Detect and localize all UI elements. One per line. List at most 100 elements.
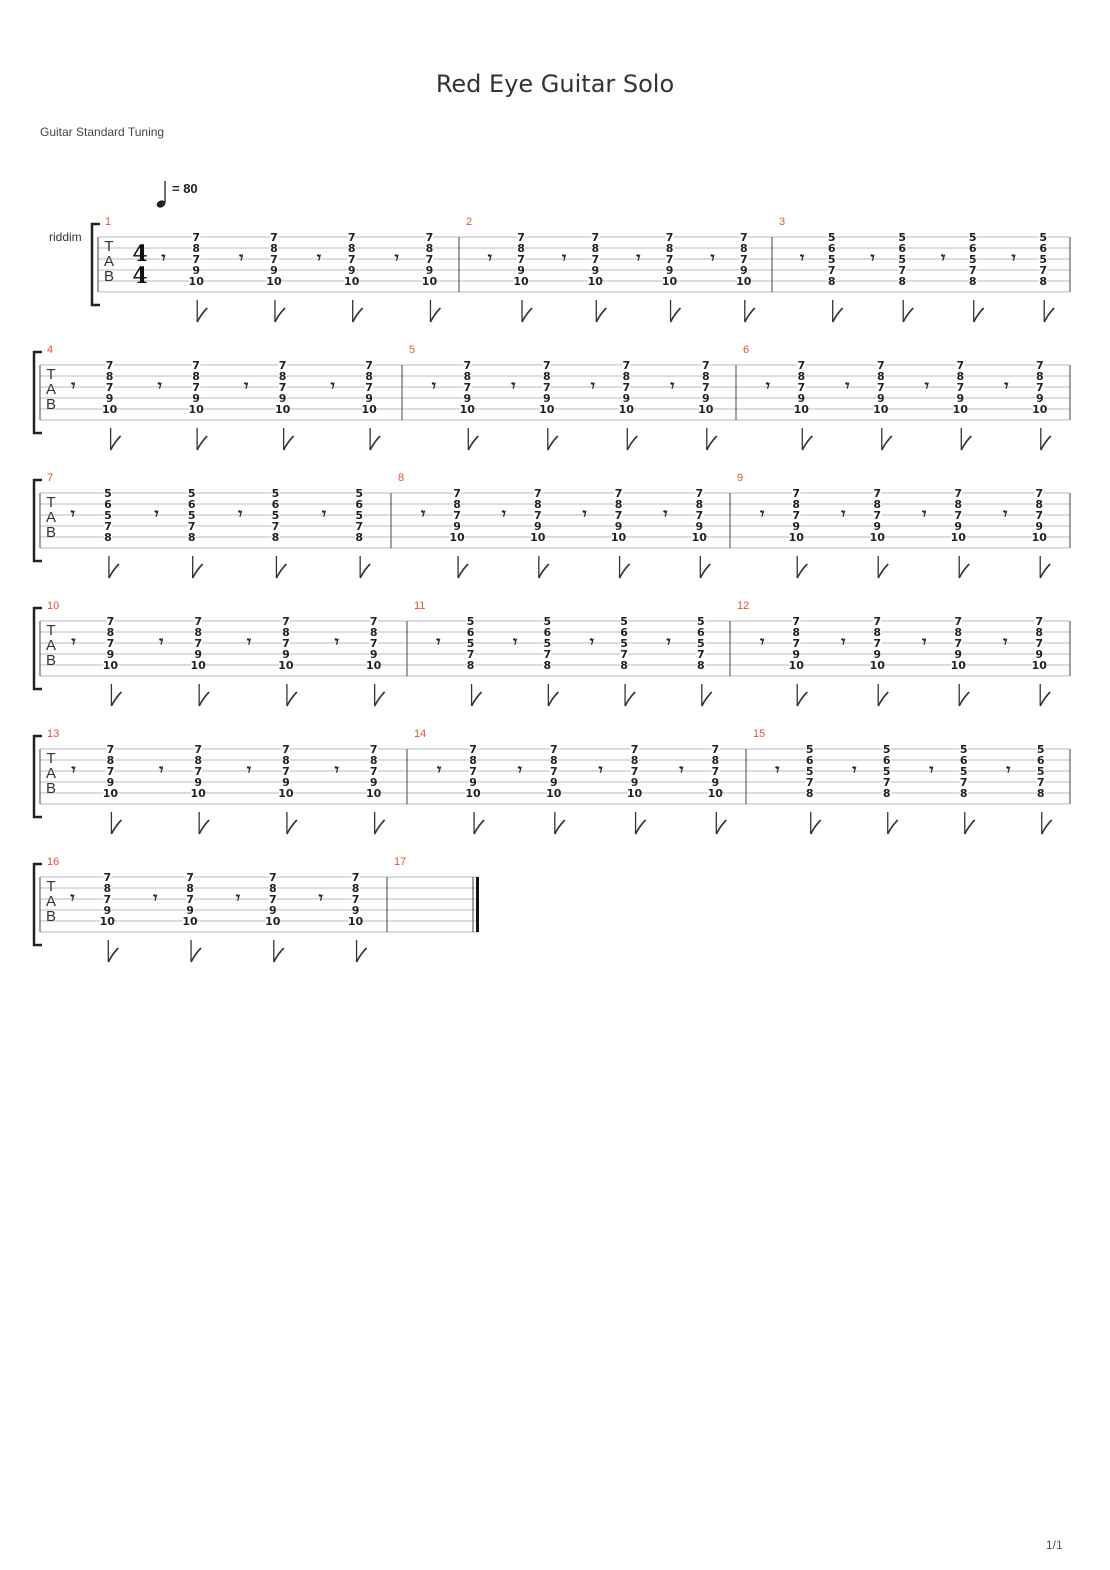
fret-bg [194,616,203,626]
fret-bg [189,276,204,286]
fret-number: 8 [104,531,112,544]
fret-number: 10 [870,659,886,672]
fret-bg [187,532,196,542]
fret-bg [695,488,704,498]
fret-bg [1035,393,1044,403]
fret-bg [192,243,201,253]
fret-number: 10 [422,275,438,288]
fret-number: 8 [969,275,977,288]
fret-number: 8 [792,498,800,511]
fret-number: 8 [956,370,964,383]
fret-bg [665,265,674,275]
fret-bg [805,777,814,787]
fret-bg [194,649,203,659]
fret-bg [792,510,801,520]
fret-bg [792,499,801,509]
fret-bg [1036,766,1045,776]
eighth-rest-icon: 𝄾 [662,504,668,523]
fret-number: 10 [951,531,967,544]
fret-number: 6 [806,754,814,767]
fret-bg [1035,488,1044,498]
fret-bg [268,872,277,882]
fret-number: 8 [883,787,891,800]
eighth-rest-icon: 𝄾 [561,248,567,267]
eighth-rest-icon: 𝄾 [70,760,76,779]
fret-number: 5 [272,487,280,500]
fret-bg [873,488,882,498]
time-signature-bottom: 4 [132,263,147,289]
fret-number: 9 [631,776,639,789]
fret-number: 7 [954,487,962,500]
fret-number: 9 [426,264,434,277]
fret-bg [466,627,475,637]
fret-bg [591,265,600,275]
fret-number: 7 [282,765,290,778]
fret-bg [898,232,907,242]
fret-number: 8 [269,882,277,895]
fret-bg [695,499,704,509]
measure-number: 1 [105,216,111,228]
fret-number: 7 [192,359,200,372]
fret-number: 9 [792,648,800,661]
fret-number: 9 [192,264,200,277]
fret-number: 8 [711,754,719,767]
eighth-rest-icon: 𝄾 [243,376,249,395]
fret-number: 5 [828,253,836,266]
fret-number: 7 [192,381,200,394]
fret-number: 8 [282,626,290,639]
fret-bg [591,254,600,264]
fret-number: 10 [873,403,889,416]
fret-bg [708,788,723,798]
fret-number: 10 [708,787,724,800]
fret-bg [591,243,600,253]
fret-number: 7 [702,359,710,372]
fret-bg [453,488,462,498]
fret-bg [1035,616,1044,626]
fret-number: 10 [361,403,377,416]
fret-number: 8 [697,659,705,672]
fret-number: 8 [186,882,194,895]
fret-number: 10 [619,403,635,416]
measure-number: 16 [47,856,59,868]
eighth-rest-icon: 𝄾 [420,504,426,523]
fret-bg [827,254,836,264]
fret-number: 5 [355,487,363,500]
fret-bg [870,660,885,670]
fret-bg [187,521,196,531]
fret-number: 9 [873,648,881,661]
eighth-rest-icon: 𝄾 [709,248,715,267]
fret-number: 7 [534,509,542,522]
fret-bg [898,276,907,286]
fret-number: 8 [666,242,674,255]
measure-number: 11 [414,600,425,612]
fret-bg [968,232,977,242]
fret-number: 6 [960,754,968,767]
fret-bg [827,265,836,275]
fret-number: 5 [697,637,705,650]
fret-number: 7 [348,253,356,266]
fret-bg [789,532,804,542]
fret-bg [466,788,481,798]
fret-number: 10 [692,531,708,544]
fret-number: 7 [873,637,881,650]
tab-clef-letter: A [46,381,56,398]
fret-bg [271,488,280,498]
system-bracket [32,478,42,563]
fret-number: 7 [282,637,290,650]
fret-number: 7 [954,637,962,650]
fret-number: 7 [106,381,114,394]
eighth-flag [547,435,559,451]
fret-number: 7 [517,231,525,244]
fret-bg [701,371,710,381]
fret-bg [194,638,203,648]
fret-number: 7 [792,615,800,628]
fret-bg [369,766,378,776]
fret-bg [827,243,836,253]
time-signature-top: 4 [132,241,147,267]
fret-bg [463,393,472,403]
fret-number: 5 [806,765,814,778]
fret-number: 7 [186,893,194,906]
fret-number: 10 [513,275,529,288]
fret-bg [959,788,968,798]
fret-number: 10 [794,403,810,416]
